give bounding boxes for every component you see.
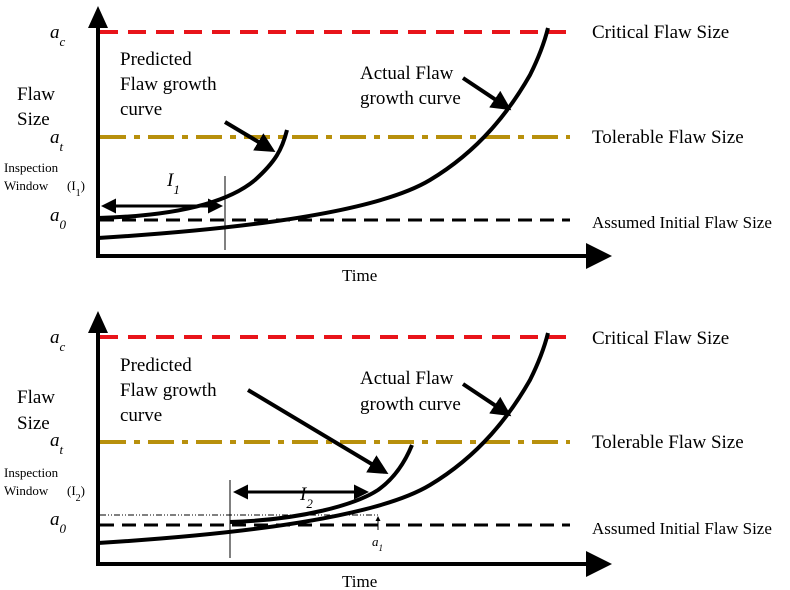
pointer-arrow-icon [461, 382, 512, 417]
x-axis-label: Time [342, 572, 377, 590]
arrow-head-icon [586, 551, 612, 577]
critical-flaw-label: Critical Flaw Size [592, 328, 729, 349]
actual-label-line2: growth curve [360, 394, 461, 415]
pointer-arrow-icon [223, 120, 276, 153]
inspection-window-symbol: (I1) [67, 178, 85, 199]
at-symbol: at [50, 127, 64, 154]
panel-2: ac at a0 Flaw Size Inspection Window (I2… [4, 311, 772, 590]
inspection-label-line2: Window [4, 178, 49, 193]
actual-label-line1: Actual Flaw [360, 63, 454, 84]
inspection-label-line2: Window [4, 483, 49, 498]
pointer-arrow-icon [461, 76, 512, 111]
tolerable-flaw-label: Tolerable Flaw Size [592, 127, 744, 148]
a0-symbol: a0 [50, 205, 67, 232]
inspection-label-line1: Inspection [4, 465, 59, 480]
critical-flaw-label: Critical Flaw Size [592, 22, 729, 43]
ac-symbol: ac [50, 327, 66, 354]
y-axis-label-line1: Flaw [17, 387, 55, 408]
interval-symbol: I1 [166, 170, 180, 197]
actual-label-line1: Actual Flaw [360, 368, 454, 389]
predicted-label-line3: curve [120, 405, 162, 426]
pointer-arrow-icon [246, 388, 389, 475]
ac-symbol: ac [50, 22, 66, 49]
predicted-flaw-curve [229, 444, 414, 524]
actual-flaw-curve [97, 27, 550, 240]
panel-1: ac at a0 Flaw Size Inspection Window (I1… [4, 6, 772, 285]
inspection-label-line1: Inspection [4, 160, 59, 175]
y-axis-label-line2: Size [17, 109, 50, 130]
interval-symbol: I2 [299, 484, 313, 511]
predicted-label-line3: curve [120, 99, 162, 120]
arrow-head-icon [88, 311, 108, 333]
predicted-label-line1: Predicted [120, 355, 192, 376]
actual-flaw-curve [97, 332, 550, 545]
predicted-label-line1: Predicted [120, 49, 192, 70]
arrow-head-icon [88, 6, 108, 28]
a1-symbol: a1 [372, 534, 383, 553]
actual-label-line2: growth curve [360, 88, 461, 109]
at-symbol: at [50, 430, 64, 457]
predicted-label-line2: Flaw growth [120, 74, 217, 95]
predicted-label-line2: Flaw growth [120, 380, 217, 401]
y-axis-label-line1: Flaw [17, 84, 55, 105]
a0-symbol: a0 [50, 509, 67, 536]
arrow-head-icon [586, 243, 612, 269]
y-axis-label-line2: Size [17, 413, 50, 434]
tolerable-flaw-label: Tolerable Flaw Size [592, 432, 744, 453]
predicted-flaw-curve [97, 129, 289, 220]
inspection-window-symbol: (I2) [67, 483, 85, 504]
assumed-flaw-label: Assumed Initial Flaw Size [592, 213, 772, 232]
x-axis-label: Time [342, 266, 377, 285]
assumed-flaw-label: Assumed Initial Flaw Size [592, 519, 772, 538]
